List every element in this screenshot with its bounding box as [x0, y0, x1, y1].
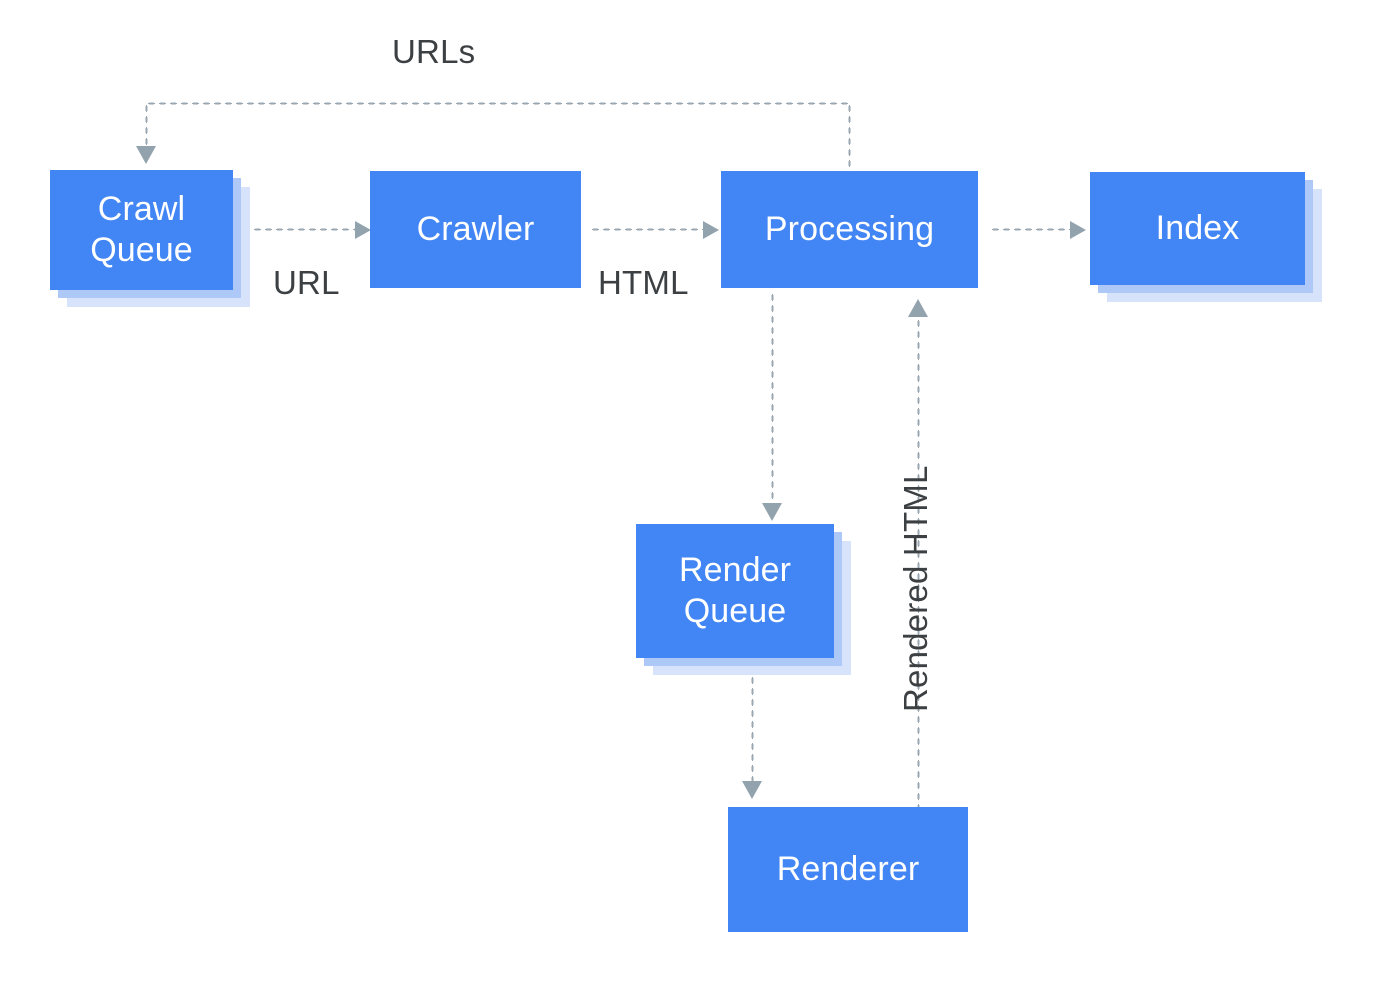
edge-segment-drop	[145, 103, 148, 147]
node-crawl-queue[interactable]: Crawl Queue	[50, 170, 250, 307]
arrowhead-right-index	[1070, 221, 1086, 239]
node-face: Crawler	[370, 171, 581, 288]
arrowhead-right-crawler	[355, 221, 371, 239]
edge-label-url: URL	[273, 264, 340, 301]
edge-segment-vertical	[751, 664, 754, 782]
node-label: Crawler	[416, 209, 535, 248]
edge-segment-riser	[848, 103, 851, 173]
node-processing[interactable]: Processing	[721, 171, 978, 288]
node-render-queue[interactable]: Render Queue	[636, 524, 851, 675]
arrowhead-down-crawlqueue	[136, 146, 156, 164]
arrowhead-down-renderqueue	[762, 503, 782, 521]
arrowhead-up-processing	[908, 299, 928, 317]
edge-segment-horizontal	[146, 102, 851, 105]
edge-segment-horizontal	[252, 228, 358, 231]
node-label: Crawl Queue	[90, 189, 193, 269]
node-renderer[interactable]: Renderer	[728, 807, 968, 932]
edge-segment-vertical	[771, 292, 774, 504]
edge-segment-vertical	[917, 318, 920, 812]
node-index[interactable]: Index	[1090, 172, 1322, 302]
edge-segment-horizontal	[590, 228, 706, 231]
node-face: Index	[1090, 172, 1305, 285]
arrowhead-right-processing	[703, 221, 719, 239]
node-face: Render Queue	[636, 524, 834, 658]
node-label: Renderer	[776, 849, 920, 888]
node-label: Index	[1155, 208, 1240, 247]
node-face: Renderer	[728, 807, 968, 932]
node-label: Processing	[764, 209, 935, 248]
edge-segment-horizontal	[990, 228, 1070, 231]
edge-label-urls: URLs	[392, 33, 476, 70]
edge-label-rendered-html: Rendered HTML	[897, 465, 934, 712]
node-label: Render Queue	[678, 550, 792, 630]
node-face: Crawl Queue	[50, 170, 233, 290]
node-crawler[interactable]: Crawler	[370, 171, 581, 288]
arrowhead-down-renderer	[742, 781, 762, 799]
edge-label-html: HTML	[598, 264, 689, 301]
node-face: Processing	[721, 171, 978, 288]
